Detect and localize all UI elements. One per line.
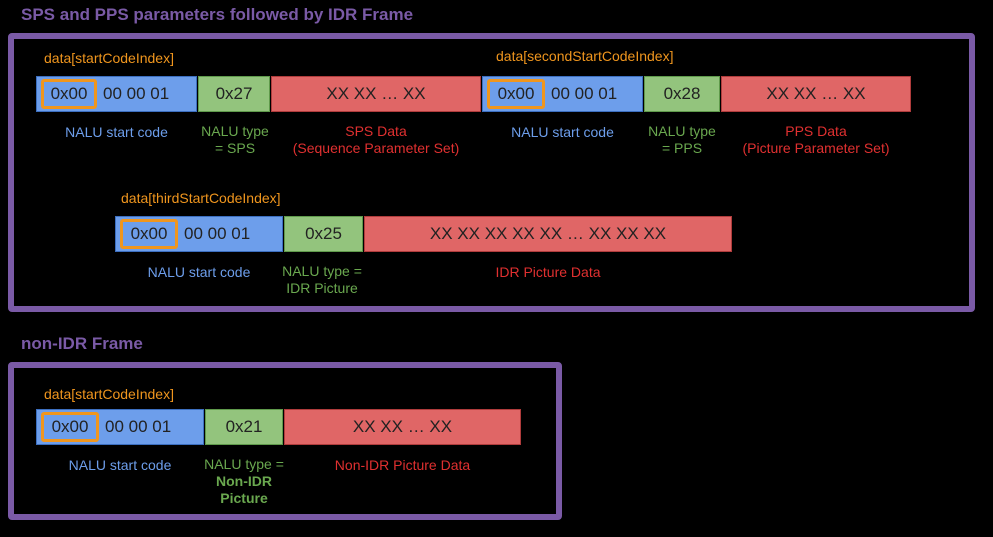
pps-start-code-caption: NALU start code xyxy=(511,124,614,140)
sps-start-code-cell: 0x00 00 00 01 xyxy=(36,76,197,112)
start-code-rest-bytes: 00 00 01 xyxy=(184,224,251,243)
pps-nalu-type-cell: 0x28 xyxy=(644,76,720,112)
start-code-index-highlight: 0x00 xyxy=(41,79,97,109)
start-code-first-byte: 0x00 xyxy=(50,84,88,103)
caption-line: NALU type xyxy=(648,123,716,139)
caption-line: NALU type = xyxy=(282,263,362,279)
start-code-rest-bytes: 00 00 01 xyxy=(103,84,170,103)
section-title-non-idr: non-IDR Frame xyxy=(21,334,143,353)
caption-line: NALU type = xyxy=(204,456,284,472)
non-idr-data-caption: Non-IDR Picture Data xyxy=(334,457,471,473)
non-idr-start-code-index-label: data[startCodeIndex] xyxy=(44,386,174,402)
second-start-code-index-label: data[secondStartCodeIndex] xyxy=(496,48,674,64)
non-idr-data-cell: XX XX … XX xyxy=(284,409,521,445)
start-code-first-byte: 0x00 xyxy=(497,84,535,103)
pps-start-code-cell: 0x00 00 00 01 xyxy=(482,76,643,112)
third-start-code-index-highlight: 0x00 xyxy=(120,219,178,249)
caption-line: SPS Data xyxy=(345,123,407,139)
caption-line: PPS Data xyxy=(785,123,847,139)
pps-data-cell: XX XX … XX xyxy=(721,76,911,112)
frame-box-non-idr xyxy=(8,362,562,520)
idr-nalu-type-cell: 0x25 xyxy=(284,216,363,252)
start-code-rest-bytes: 00 00 01 xyxy=(551,84,618,103)
start-code-rest-bytes: 00 00 01 xyxy=(105,417,172,436)
non-idr-start-code-index-highlight: 0x00 xyxy=(41,412,99,442)
idr-start-code-caption: NALU start code xyxy=(147,264,251,280)
caption-line: = SPS xyxy=(214,140,256,156)
non-idr-start-code-caption: NALU start code xyxy=(68,457,172,473)
start-code-first-byte: 0x00 xyxy=(51,417,89,436)
start-code-first-byte: 0x00 xyxy=(130,224,168,243)
sps-data-cell: XX XX … XX xyxy=(271,76,481,112)
sps-nalu-type-cell: 0x27 xyxy=(198,76,270,112)
caption-line: (Sequence Parameter Set) xyxy=(292,140,460,156)
non-idr-start-code-cell: 0x00 00 00 01 xyxy=(36,409,204,445)
non-idr-nalu-type-cell: 0x21 xyxy=(205,409,283,445)
start-code-index-label: data[startCodeIndex] xyxy=(44,50,174,66)
caption-line: IDR Picture xyxy=(286,280,358,296)
pps-nalu-type-caption: NALU type = PPS xyxy=(637,123,727,157)
caption-line: (Picture Parameter Set) xyxy=(742,140,890,156)
idr-data-cell: XX XX XX XX XX … XX XX XX xyxy=(364,216,732,252)
caption-line: Picture xyxy=(220,490,268,506)
second-start-code-index-highlight: 0x00 xyxy=(487,79,545,109)
caption-line: = PPS xyxy=(661,140,703,156)
sps-start-code-caption: NALU start code xyxy=(65,124,168,140)
sps-nalu-type-caption: NALU type = SPS xyxy=(190,123,280,157)
non-idr-nalu-type-caption: NALU type = Non-IDR Picture xyxy=(194,456,294,507)
section-title-sps-pps-idr: SPS and PPS parameters followed by IDR F… xyxy=(21,5,414,24)
third-start-code-index-label: data[thirdStartCodeIndex] xyxy=(121,190,281,206)
frame-box-sps-pps-idr xyxy=(8,33,975,312)
sps-data-caption: SPS Data (Sequence Parameter Set) xyxy=(271,123,481,157)
idr-start-code-cell: 0x00 00 00 01 xyxy=(115,216,283,252)
caption-line: NALU type xyxy=(201,123,269,139)
idr-data-caption: IDR Picture Data xyxy=(495,264,601,280)
caption-line: Non-IDR xyxy=(216,473,272,489)
pps-data-caption: PPS Data (Picture Parameter Set) xyxy=(721,123,911,157)
idr-nalu-type-caption: NALU type = IDR Picture xyxy=(272,263,372,297)
